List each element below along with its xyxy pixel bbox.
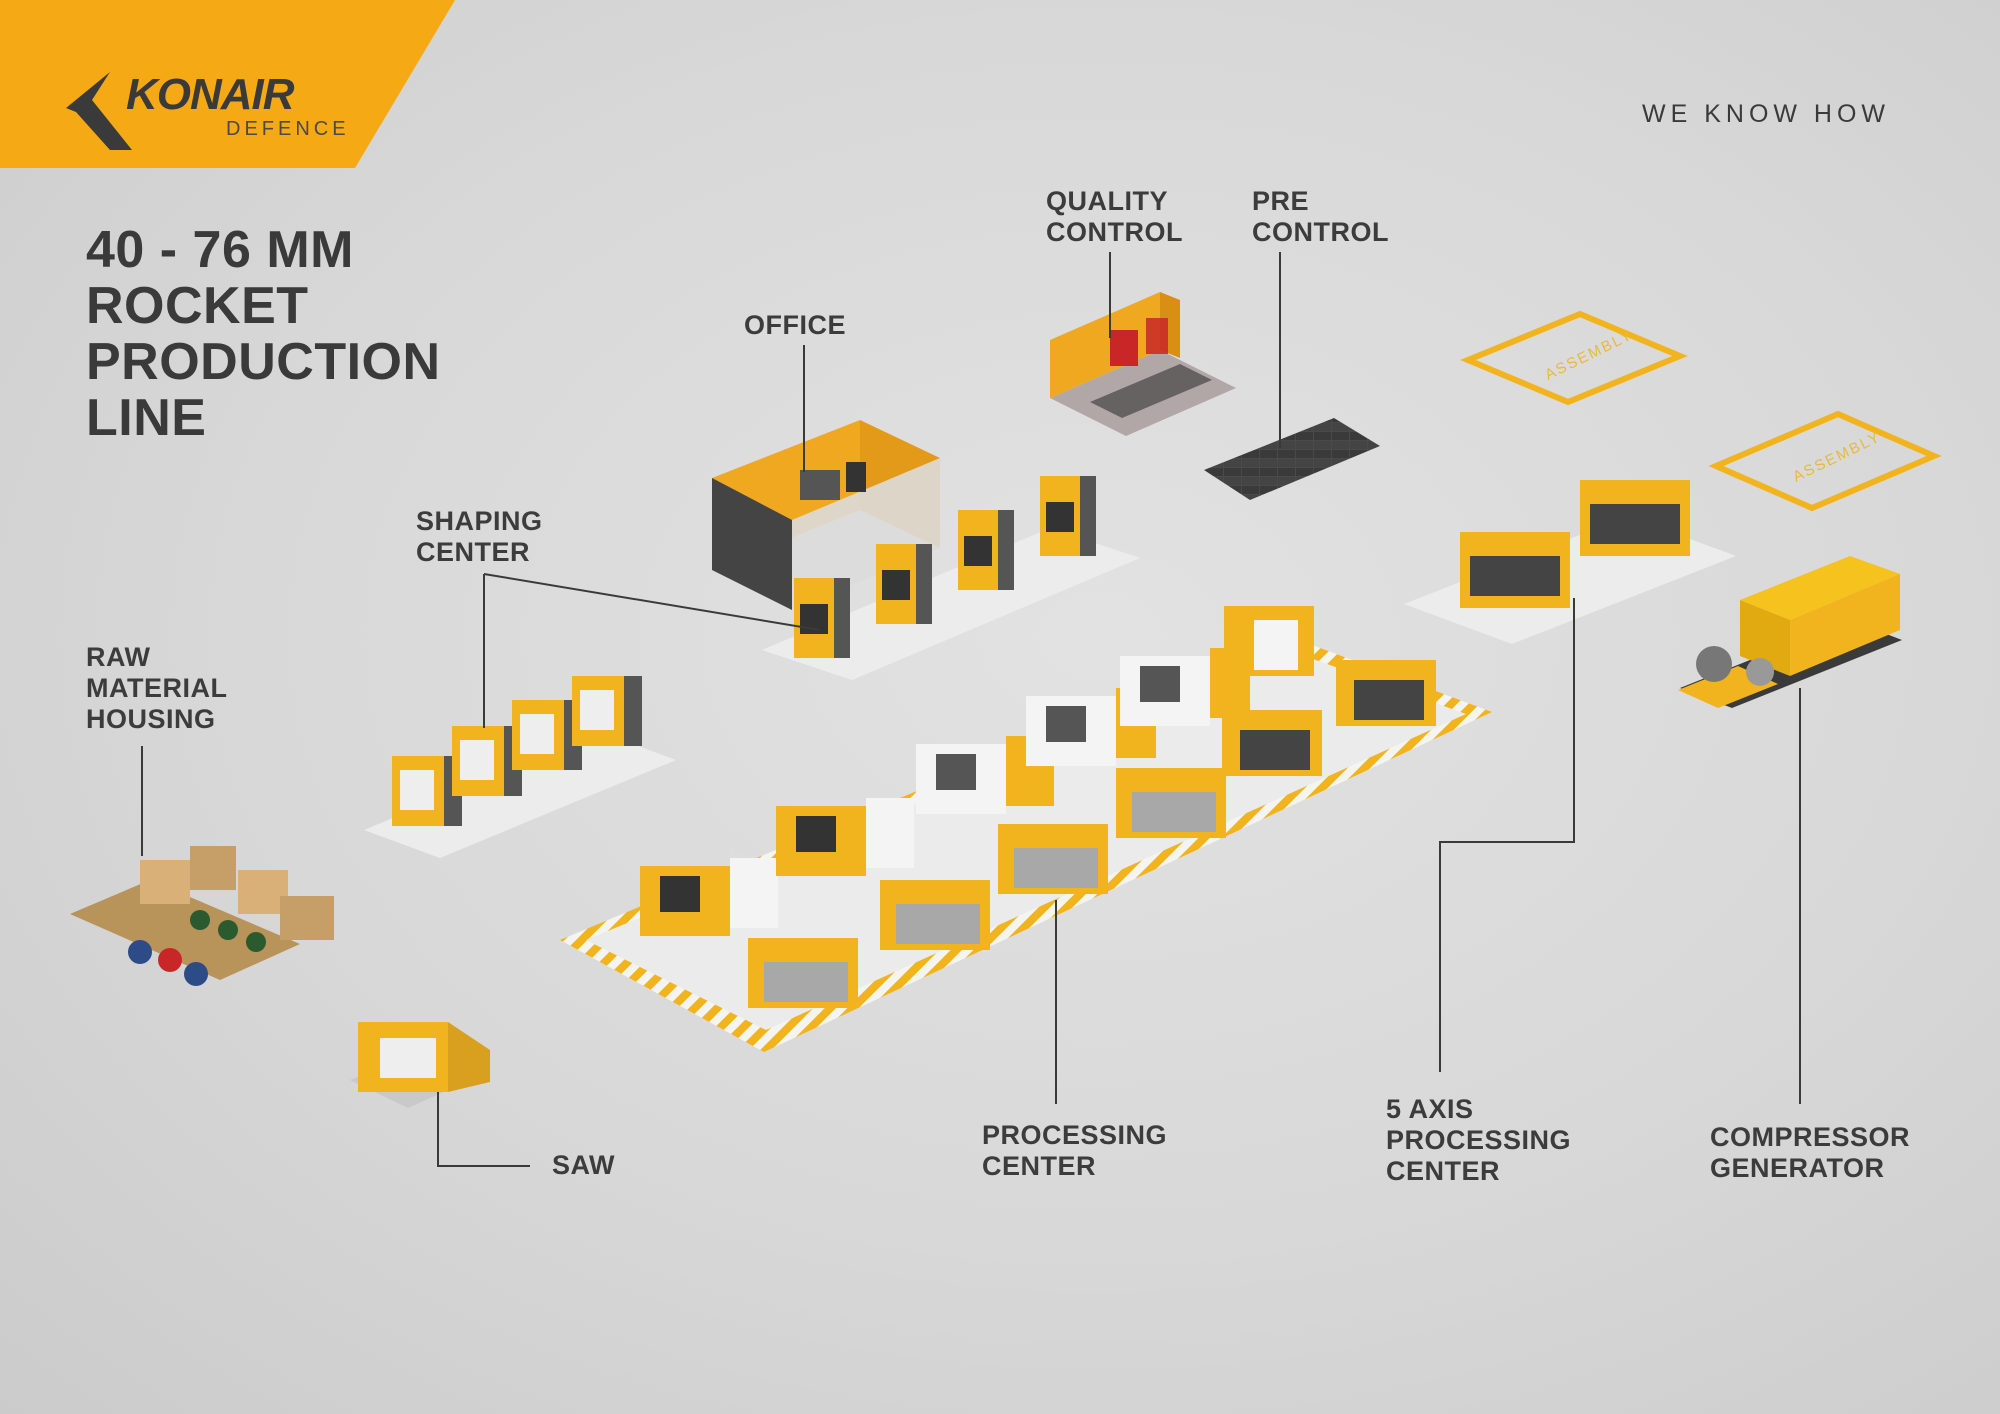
shaping-center-platform [762, 528, 1140, 680]
label-processing-center: PROCESSING CENTER [982, 1120, 1168, 1181]
page-title: 40 - 76 MM ROCKET PRODUCTION LINE [86, 221, 441, 447]
five-axis-platform [1404, 480, 1736, 644]
label-compressor: COMPRESSOR GENERATOR [1710, 1122, 1911, 1183]
leader-lines [141, 252, 1801, 1167]
shaping-center-machines [794, 476, 1096, 658]
label-five-axis: 5 AXIS PROCESSING CENTER [1386, 1094, 1572, 1186]
label-shaping-center: SHAPING CENTER [416, 506, 543, 567]
assembly-label-1: ASSEMBLY [1542, 326, 1636, 383]
label-office: OFFICE [744, 310, 846, 340]
saw-machine [350, 1022, 490, 1108]
brand-sub: DEFENCE [226, 118, 350, 140]
press-machine [1040, 476, 1096, 556]
assembly-label-2: ASSEMBLY [1790, 428, 1884, 485]
processing-center-machines [640, 606, 1436, 1008]
office-area [712, 420, 940, 919]
logo-banner [0, 0, 455, 168]
label-saw: SAW [552, 1150, 616, 1180]
assembly-zone-2: ASSEMBLY [1708, 410, 1942, 512]
tagline: WE KNOW HOW [1642, 100, 1891, 128]
brand-name: KONAIR [126, 70, 295, 119]
five-axis-leader [1439, 598, 1575, 1072]
raw-material-pallets [70, 846, 334, 986]
press-machine [794, 578, 850, 658]
saw-leader [437, 1092, 530, 1167]
compressor-generator [1678, 556, 1902, 708]
forming-row [364, 676, 676, 858]
label-raw-material: RAW MATERIAL HOUSING [86, 642, 228, 734]
label-quality-control: QUALITY CONTROL [1046, 186, 1183, 247]
quality-control-area [1050, 292, 1236, 436]
pre-control-area [1204, 418, 1380, 500]
press-machine [958, 510, 1014, 590]
konair-swoosh-icon [66, 72, 132, 150]
shaping-leader-right [483, 573, 821, 631]
label-pre-control: PRE CONTROL [1252, 186, 1389, 247]
assembly-zone-1: ASSEMBLY [1460, 310, 1688, 406]
press-machine [876, 544, 932, 624]
